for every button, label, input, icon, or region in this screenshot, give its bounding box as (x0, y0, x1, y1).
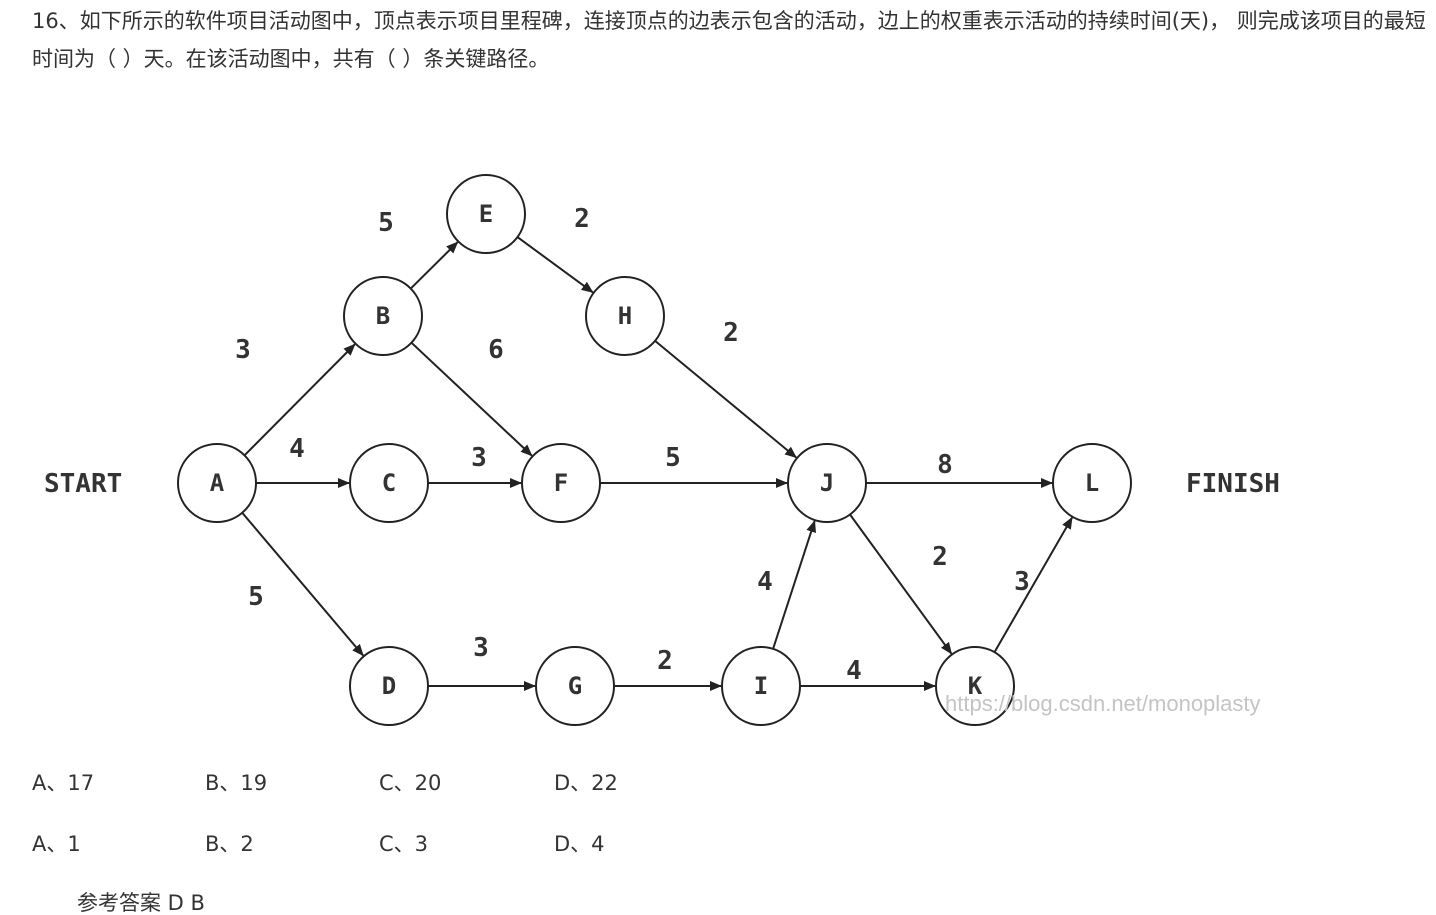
node-j: J (787, 443, 867, 523)
node-circle (935, 646, 1015, 726)
node-label-f: F (554, 469, 568, 497)
option-q1-d[interactable]: D、22 (554, 771, 618, 795)
start-label: START (44, 469, 122, 499)
node-circle (1052, 443, 1132, 523)
node-d: D (349, 646, 429, 726)
node-e: E (446, 174, 526, 254)
node-circle (446, 174, 526, 254)
finish-label: FINISH (1186, 469, 1280, 499)
node-f: F (521, 443, 601, 523)
edge-b-e (410, 241, 459, 290)
edge-weight-c-f: 3 (471, 443, 487, 473)
node-circle (349, 646, 429, 726)
edge-weight-b-e: 5 (378, 208, 394, 238)
edge-b-f (410, 341, 533, 457)
edge-weight-f-j: 5 (665, 443, 681, 473)
node-label-a: A (210, 469, 225, 497)
edge-weight-e-h: 2 (574, 204, 590, 234)
node-label-j: J (820, 469, 834, 497)
node-circle (349, 443, 429, 523)
edge-weight-a-d: 5 (248, 582, 264, 612)
edge-e-h (516, 236, 594, 294)
edge-weight-j-l: 8 (937, 450, 953, 480)
node-circle (521, 443, 601, 523)
node-circle (721, 646, 801, 726)
answer-text: 参考答案 D B (77, 891, 205, 915)
edge-weight-i-j: 4 (757, 567, 773, 597)
node-b: B (343, 276, 423, 356)
activity-diagram: 3 4 5 5 6 3 2 2 5 3 2 4 4 8 2 3 A B C D E F G H I J K L START FINI… (44, 174, 1280, 726)
node-circle (787, 443, 867, 523)
node-c: C (349, 443, 429, 523)
node-circle (343, 276, 423, 356)
edge-weight-a-c: 4 (289, 434, 305, 464)
edge-i-j (772, 520, 816, 650)
node-label-g: G (568, 672, 582, 700)
edge-h-j (654, 340, 797, 459)
edge-weight-j-k: 2 (932, 542, 948, 572)
edge-weight-k-l: 3 (1014, 567, 1030, 597)
edge-weight-b-f: 6 (488, 335, 504, 365)
edge-weight-i-k: 4 (846, 656, 862, 686)
edge-weight-d-g: 3 (473, 633, 489, 663)
edge-weight-g-i: 2 (657, 646, 673, 676)
node-g: G (535, 646, 615, 726)
option-q2-b[interactable]: B、2 (205, 832, 254, 856)
watermark: https://blog.csdn.net/monoplasty (945, 691, 1261, 716)
edge-a-d (241, 512, 364, 657)
node-circle (585, 276, 665, 356)
edge-a-b (243, 343, 356, 457)
node-label-b: B (376, 302, 390, 330)
option-q2-a[interactable]: A、1 (32, 832, 81, 856)
node-label-c: C (382, 469, 396, 497)
option-q2-c[interactable]: C、3 (379, 832, 429, 856)
node-circle (177, 443, 257, 523)
node-h: H (585, 276, 665, 356)
option-q1-b[interactable]: B、19 (205, 771, 268, 795)
edge-weight-a-b: 3 (235, 335, 251, 365)
option-q2-d[interactable]: D、4 (554, 832, 605, 856)
option-q1-c[interactable]: C、20 (379, 771, 442, 795)
node-k: K (935, 646, 1015, 726)
node-label-h: H (618, 302, 632, 330)
node-circle (535, 646, 615, 726)
option-q1-a[interactable]: A、17 (32, 771, 95, 795)
node-label-d: D (382, 672, 396, 700)
node-label-e: E (479, 200, 493, 228)
edge-j-k (849, 513, 953, 655)
node-i: I (721, 646, 801, 726)
node-l: L (1052, 443, 1132, 523)
edge-k-l (993, 516, 1073, 653)
node-label-i: I (754, 672, 768, 700)
edge-weight-h-j: 2 (723, 318, 739, 348)
node-a: A (177, 443, 257, 523)
node-label-l: L (1085, 469, 1099, 497)
node-label-k: K (968, 672, 983, 700)
question-text: 16、如下所示的软件项目活动图中，顶点表示项目里程碑，连接顶点的边表示包含的活动… (32, 9, 1426, 71)
